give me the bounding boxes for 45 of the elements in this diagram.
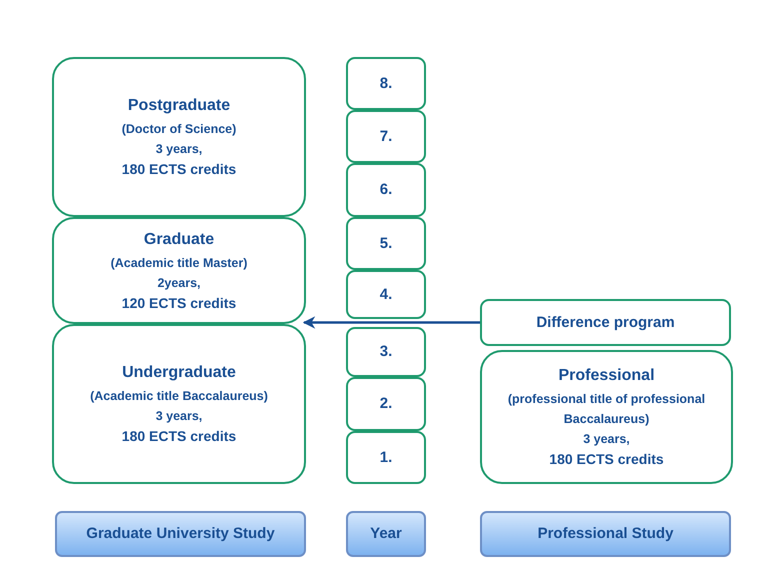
program-detail: 180 ECTS credits — [122, 427, 236, 446]
program-title: Undergraduate — [122, 363, 236, 383]
node-label: 4. — [380, 284, 392, 304]
node-label: 1. — [380, 448, 392, 468]
year-box — [346, 431, 426, 484]
node-label: 7. — [380, 126, 392, 146]
year-box — [346, 217, 426, 270]
year-box — [346, 57, 426, 110]
program-detail: 3 years, — [583, 431, 630, 448]
program-title: Professional — [558, 366, 655, 386]
year-box — [346, 270, 426, 319]
program-detail: (Academic title Baccalaureus) — [90, 388, 268, 405]
year-box — [346, 163, 426, 217]
year-box — [346, 377, 426, 431]
node-label: Professional Study — [538, 524, 674, 544]
program-box — [52, 217, 306, 324]
column-header — [346, 511, 426, 557]
program-detail: 2years, — [157, 274, 201, 292]
program-detail: 3 years, — [156, 408, 202, 425]
node-label: Difference program — [536, 312, 675, 332]
program-box — [480, 299, 731, 346]
column-header — [480, 511, 731, 557]
node-label: 6. — [380, 180, 392, 200]
program-title: Graduate — [144, 230, 214, 250]
year-box — [346, 110, 426, 163]
node-label: 8. — [380, 74, 392, 94]
program-detail: (Academic title Master) — [110, 254, 248, 272]
node-label: 2. — [380, 394, 392, 414]
program-title: Postgraduate — [128, 96, 230, 116]
node-label: 5. — [380, 234, 392, 254]
program-detail: 120 ECTS credits — [122, 294, 236, 312]
node-label: 3. — [380, 342, 392, 362]
program-box — [52, 57, 306, 217]
node-label: Year — [370, 524, 402, 544]
program-box — [52, 324, 306, 484]
program-detail: (Doctor of Science) — [122, 121, 236, 138]
arrow — [302, 316, 480, 329]
program-detail: (professional title of professional Baccalaureus) — [506, 391, 706, 428]
program-detail: 3 years, — [156, 141, 202, 158]
program-detail: 180 ECTS credits — [549, 450, 664, 469]
node-label: Graduate University Study — [86, 524, 275, 544]
column-header — [55, 511, 306, 557]
program-detail: 180 ECTS credits — [122, 160, 236, 179]
year-box — [346, 327, 426, 377]
program-box — [480, 350, 733, 484]
